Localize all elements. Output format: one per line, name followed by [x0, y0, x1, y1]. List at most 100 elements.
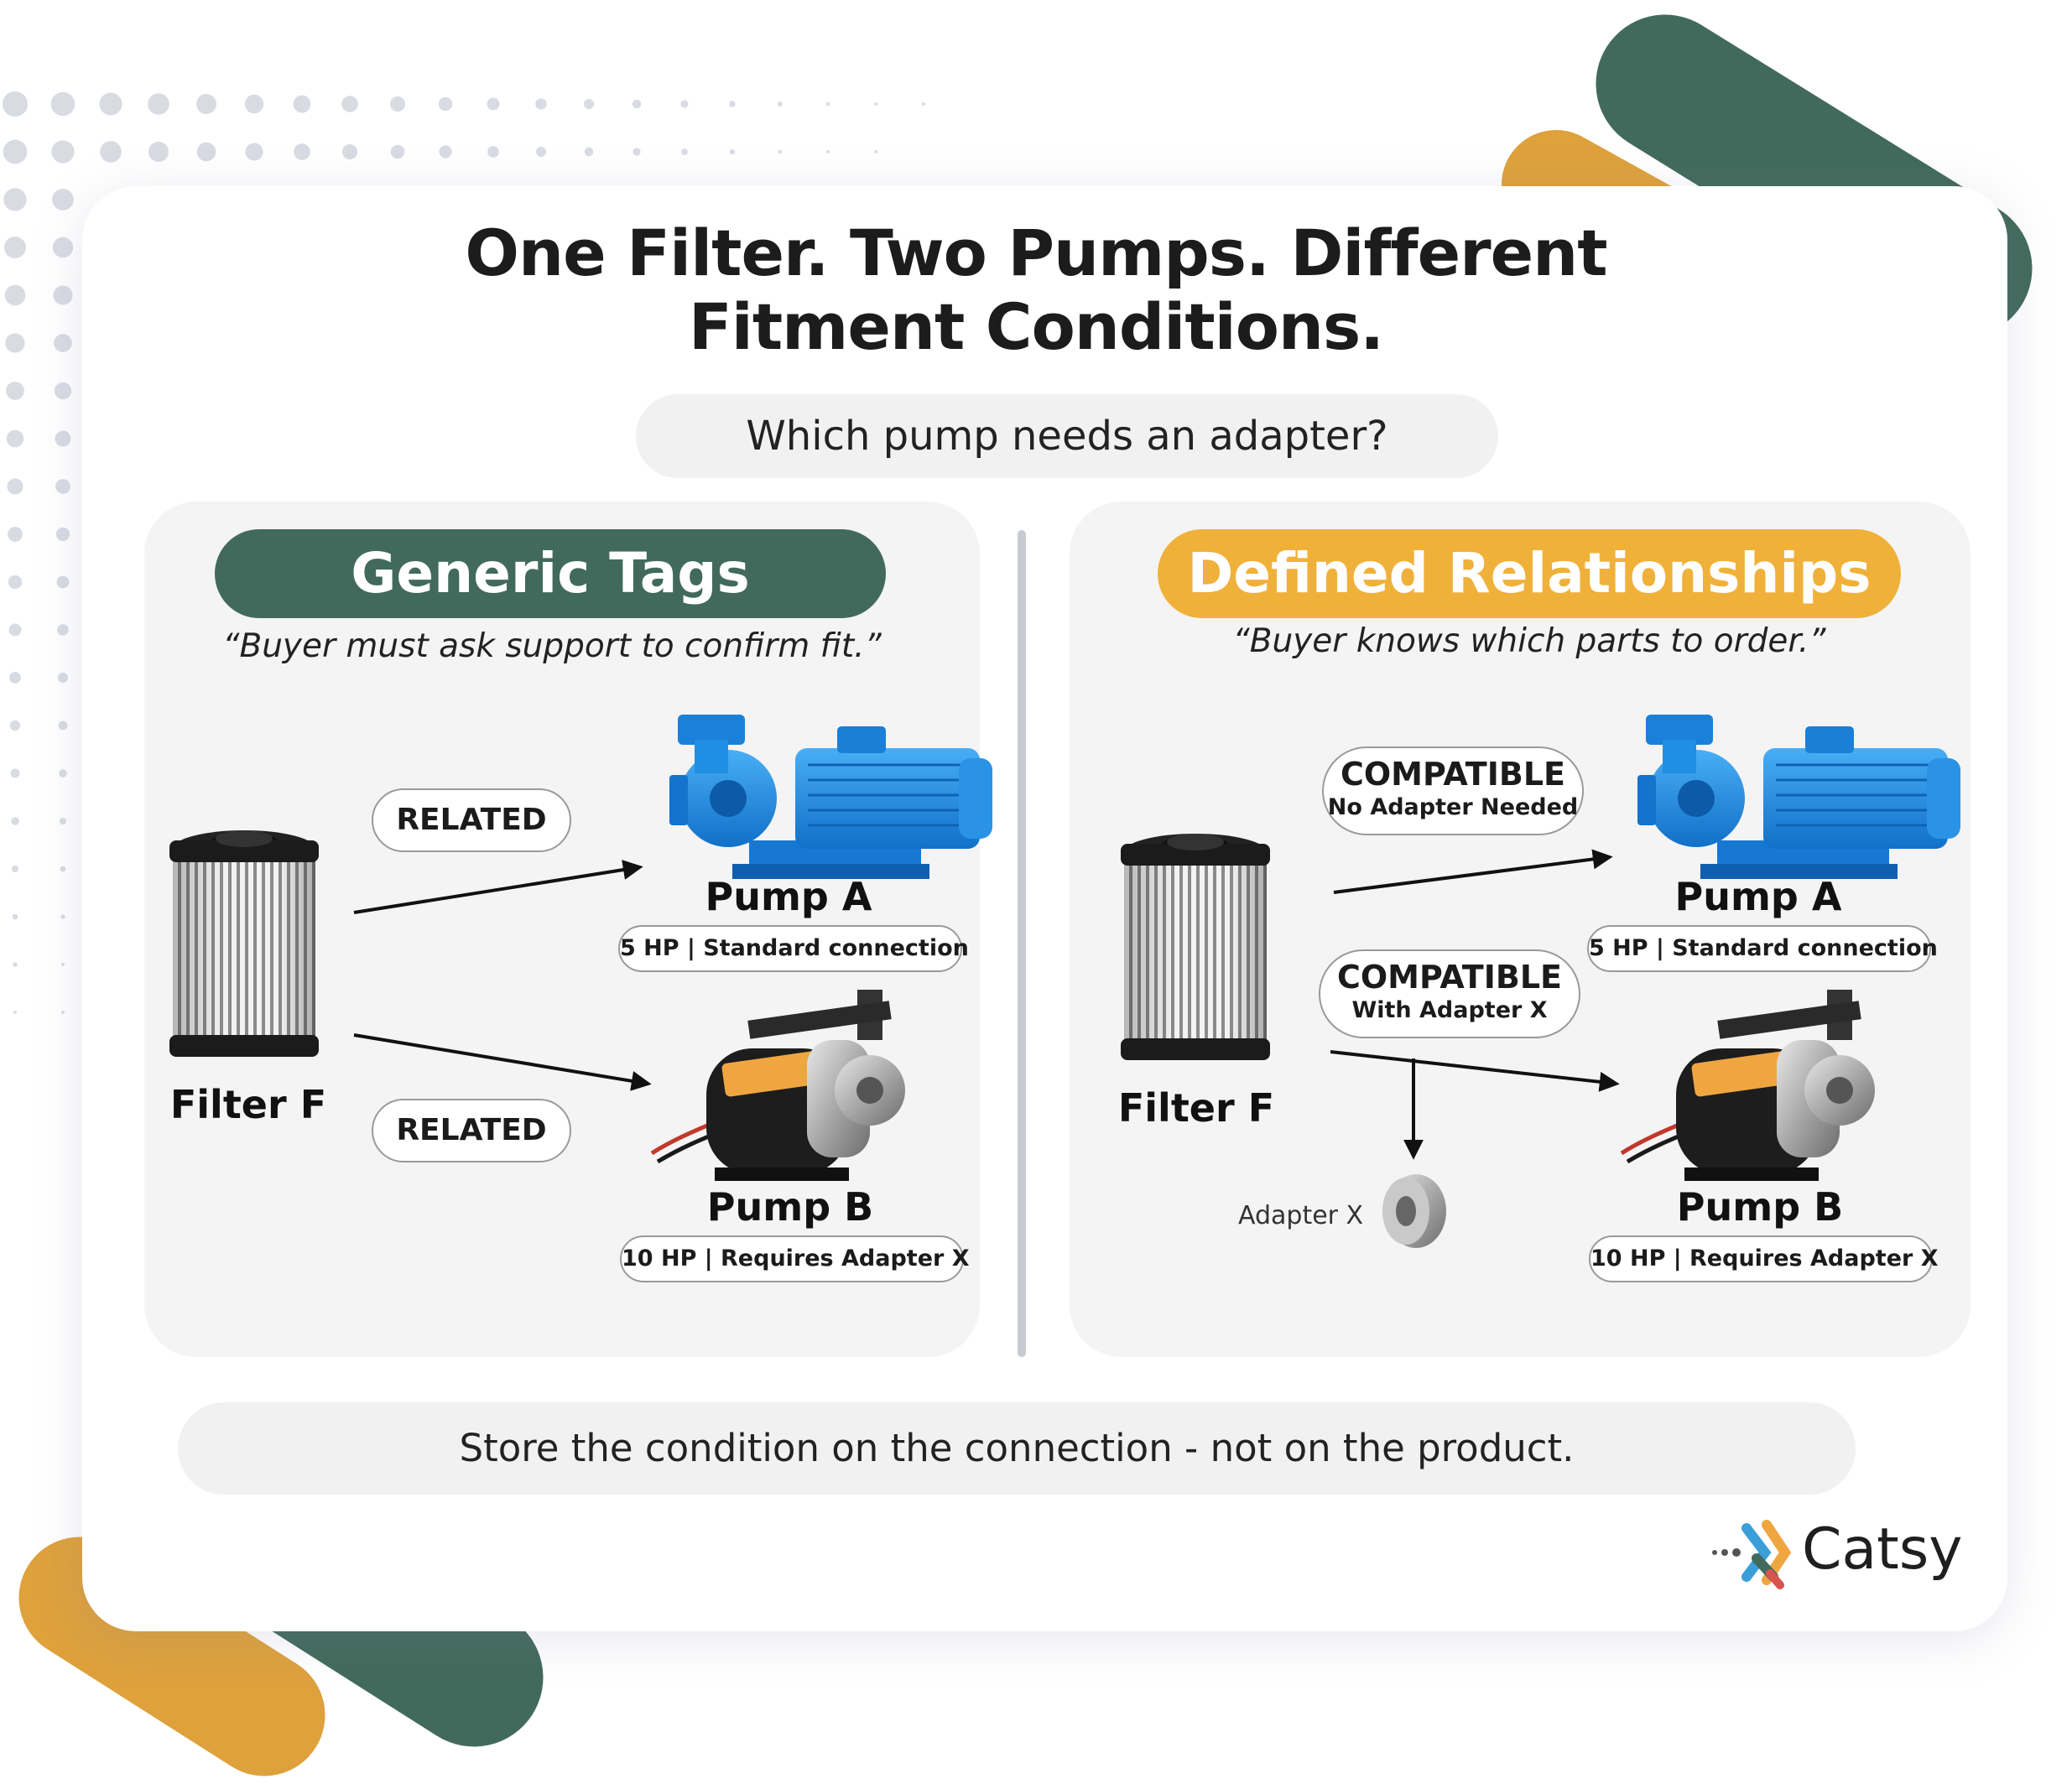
- decor-dot: [584, 99, 594, 109]
- decor-dot: [148, 93, 169, 115]
- decor-dot: [584, 147, 594, 157]
- decor-dot: [9, 672, 21, 684]
- decor-dot: [59, 769, 67, 777]
- decor-dot: [729, 101, 736, 107]
- banner-defined-relationships: Defined Relationships: [1158, 529, 1901, 618]
- decor-dot: [54, 334, 72, 352]
- decor-dot: [6, 382, 24, 400]
- decor-dot: [244, 94, 264, 114]
- decor-dot: [245, 143, 263, 161]
- decor-dot: [196, 94, 216, 114]
- catsy-logo-text: Catsy: [1802, 1516, 1963, 1583]
- pump-b-label-left: Pump B: [706, 1184, 874, 1230]
- decor-dot: [439, 145, 452, 159]
- decor-dot: [59, 817, 67, 825]
- decor-dot: [3, 91, 28, 117]
- decor-dot: [680, 100, 689, 108]
- decor-dot: [8, 623, 22, 637]
- decor-dot: [13, 1010, 18, 1015]
- no-adapter-needed-label: No Adapter Needed: [1327, 794, 1579, 820]
- decor-dot: [535, 146, 547, 158]
- decor-dot: [9, 720, 21, 731]
- title-line-1: One Filter. Two Pumps. Different: [465, 216, 1607, 290]
- decor-dot: [633, 148, 641, 156]
- decor-dot: [825, 101, 830, 107]
- decor-dot: [54, 382, 72, 400]
- decor-dot: [11, 865, 19, 873]
- with-adapter-x-label: With Adapter X: [1351, 997, 1548, 1023]
- decor-dot: [100, 141, 122, 163]
- edge-label-compatible-with-adapter: COMPATIBLE With Adapter X: [1319, 949, 1580, 1038]
- decor-dot: [148, 141, 169, 163]
- page-title: One Filter. Two Pumps. Different Fitment…: [0, 216, 2072, 364]
- edge-label-related-top: RELATED: [372, 788, 571, 852]
- decor-dot: [341, 96, 358, 112]
- decor-dot: [632, 99, 642, 109]
- decor-dot: [58, 720, 68, 731]
- decor-dot: [341, 143, 358, 160]
- decor-dot: [826, 150, 830, 153]
- pump-b-spec-left: 10 HP | Requires Adapter X: [620, 1235, 970, 1282]
- pump-a-label-left: Pump A: [705, 874, 872, 919]
- decor-dot: [10, 768, 20, 778]
- decor-dot: [3, 188, 27, 211]
- decor-dot: [60, 914, 65, 919]
- decor-dot: [487, 97, 500, 111]
- decor-dot: [535, 98, 547, 110]
- decor-dot: [55, 527, 70, 542]
- decor-dot: [778, 101, 783, 107]
- decor-dot: [12, 913, 18, 920]
- decor-dot: [50, 91, 75, 117]
- adapter-x-label: Adapter X: [1238, 1201, 1364, 1230]
- decor-dot: [61, 963, 65, 966]
- decor-dot: [390, 144, 405, 159]
- decor-dot: [57, 624, 69, 636]
- question-pill: Which pump needs an adapter?: [636, 394, 1498, 478]
- compatible-label-1: COMPATIBLE: [1340, 756, 1566, 793]
- decor-dot: [8, 575, 23, 590]
- decor-dot: [6, 429, 24, 448]
- dot-pattern: [3, 91, 925, 1015]
- decor-dot: [61, 1011, 65, 1014]
- decor-dot: [778, 149, 783, 154]
- decor-dot: [293, 95, 311, 113]
- decor-dot: [8, 527, 23, 542]
- decor-dot: [99, 92, 122, 116]
- decor-dot: [56, 575, 70, 589]
- decor-dot: [487, 146, 499, 158]
- decor-dot: [53, 285, 73, 305]
- footer-message: Store the condition on the connection - …: [178, 1402, 1856, 1495]
- decor-dot: [52, 237, 74, 258]
- decor-dot: [11, 817, 19, 825]
- edge-label-compatible-no-adapter: COMPATIBLE No Adapter Needed: [1322, 746, 1584, 835]
- decor-dot: [55, 430, 71, 447]
- filter-f-label-left: Filter F: [169, 1082, 327, 1127]
- decor-dot: [294, 143, 310, 160]
- decor-dot: [51, 140, 75, 164]
- pump-b-spec-right: 10 HP | Requires Adapter X: [1589, 1235, 1939, 1282]
- decor-dot: [196, 142, 216, 162]
- title-line-2: Fitment Conditions.: [688, 289, 1384, 364]
- pump-a-spec-left: 5 HP | Standard connection: [618, 925, 969, 972]
- decor-dot: [55, 479, 70, 494]
- decor-dot: [874, 102, 877, 106]
- decor-dot: [681, 148, 688, 155]
- decor-dot: [57, 672, 69, 684]
- decor-dot: [874, 150, 877, 153]
- decor-dot: [922, 102, 925, 106]
- pump-a-label-right: Pump A: [1674, 874, 1842, 919]
- compatible-label-2: COMPATIBLE: [1336, 959, 1563, 996]
- decor-dot: [52, 189, 74, 211]
- decor-dot: [390, 96, 405, 112]
- decor-dot: [729, 148, 736, 155]
- banner-generic-tags: Generic Tags: [215, 529, 886, 618]
- left-quote: “Buyer must ask support to confirm fit.”: [222, 627, 882, 665]
- decor-dot: [4, 237, 26, 258]
- panel-divider: [1018, 530, 1026, 1357]
- pump-b-label-right: Pump B: [1676, 1184, 1844, 1230]
- pump-a-spec-right: 5 HP | Standard connection: [1587, 925, 1938, 972]
- decor-dot: [438, 96, 453, 112]
- decor-dot: [4, 284, 26, 306]
- decor-dot: [60, 866, 66, 872]
- edge-label-related-bottom: RELATED: [372, 1099, 571, 1162]
